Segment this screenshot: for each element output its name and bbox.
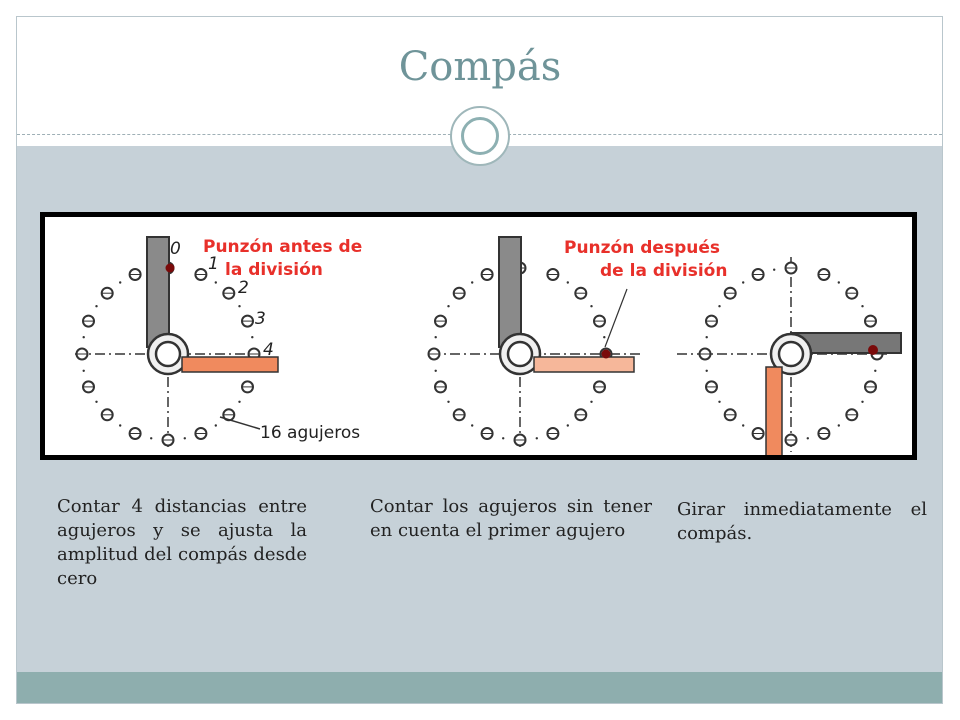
- diagram-before-division: 0 1 2 3 4 Punzón antes de la división 16…: [75, 236, 362, 447]
- diagram-rotated-compass: [677, 257, 902, 455]
- caption-step-1: Contar 4 distancias entre agujeros y se …: [57, 496, 307, 589]
- hole-number-1: 1: [208, 254, 219, 274]
- label-punzon-despues: Punzón después: [564, 238, 720, 258]
- ring-icon: [450, 106, 510, 166]
- label-punzon-antes: Punzón antes de: [203, 237, 362, 257]
- label-la-division-1: la división: [225, 260, 323, 280]
- caption-step-3: Girar inmediatamente el compás.: [677, 499, 927, 544]
- diagram-after-division: Punzón después de la división: [427, 236, 727, 447]
- page-title: Compás: [398, 44, 562, 90]
- label-16-agujeros: 16 agujeros: [260, 423, 360, 443]
- hole-number-4: 4: [263, 340, 274, 360]
- label-la-division-2: de la división: [600, 261, 727, 281]
- caption-step-2: Contar los agujeros sin tener en cuenta …: [370, 496, 652, 541]
- compass-figure: 0 1 2 3 4 Punzón antes de la división 16…: [40, 212, 917, 460]
- hole-number-2: 2: [238, 278, 249, 298]
- footer-band: [17, 672, 942, 703]
- hole-number-3: 3: [255, 309, 266, 329]
- hole-number-0: 0: [170, 239, 181, 259]
- compass-diagram: 0 1 2 3 4 Punzón antes de la división 16…: [75, 236, 902, 455]
